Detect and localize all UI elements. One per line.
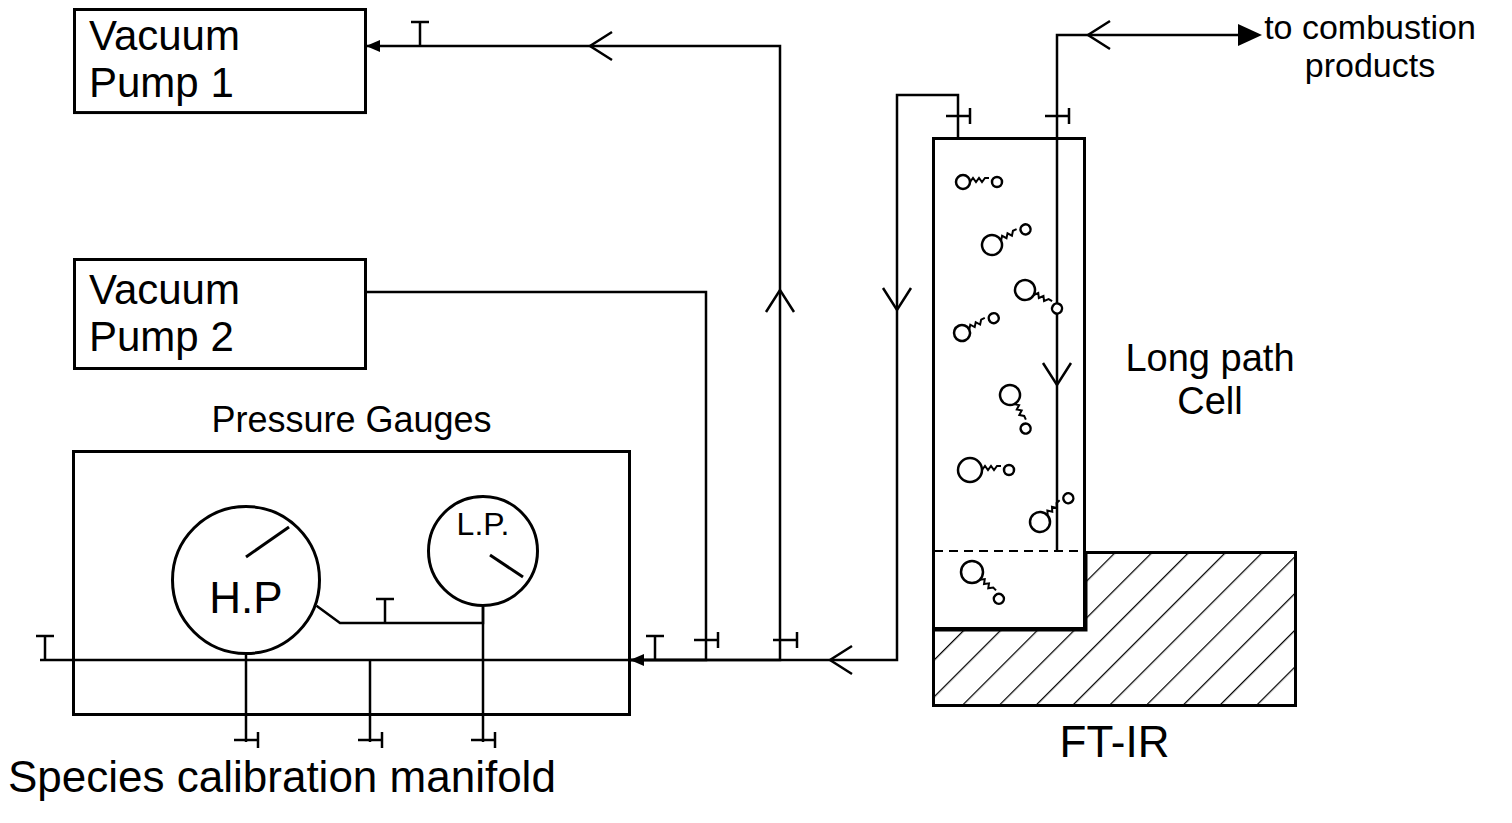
gauge-panel: Pressure GaugesH.PL.P. (72, 450, 631, 716)
label-holder: to combustion products (1235, 8, 1505, 84)
molecule-symbol (1011, 276, 1066, 319)
atom (992, 592, 1006, 606)
bond-spring (970, 178, 989, 182)
node-text: FT-IR (932, 717, 1297, 766)
atom (992, 177, 1002, 187)
node-text: Long path Cell (1100, 337, 1320, 422)
pump-box: Vacuum Pump 2 (73, 258, 367, 370)
t-valve (654, 636, 657, 660)
box-border (75, 260, 366, 369)
node-outline (932, 137, 1086, 630)
pipe-connector (367, 292, 706, 660)
atom (1019, 223, 1032, 236)
molecule-symbol (997, 382, 1037, 438)
bond-spring (980, 577, 996, 593)
pump-box: Vacuum Pump 1 (73, 8, 367, 114)
ftir-instrument: FT-IR (932, 551, 1297, 707)
bond-spring (982, 466, 1001, 470)
stop-valve (969, 108, 972, 124)
atom (956, 556, 987, 587)
stop-valve (1045, 115, 1069, 118)
atom (1004, 465, 1014, 475)
long-path-cell: Long path Cell (932, 137, 1086, 630)
gauge-stem (245, 655, 248, 742)
stop-valve (358, 739, 382, 742)
t-valve (411, 21, 429, 24)
node-text: H.P (171, 573, 321, 622)
exhaust-arrowhead (1238, 24, 1262, 46)
atom (956, 175, 970, 189)
pipe-connector (367, 46, 780, 660)
molecule-symbol (1026, 487, 1079, 536)
node-text: Pressure Gauges (72, 400, 631, 440)
t-valve (36, 635, 54, 638)
stop-valve (471, 739, 495, 742)
molecule-symbol (956, 175, 1002, 189)
bond-spring (1034, 292, 1052, 305)
bond-spring (1045, 500, 1062, 515)
node-text: L.P. (427, 507, 539, 543)
annotation-label: to combustion products (1235, 8, 1505, 84)
molecule-symbol (956, 556, 1010, 610)
t-valve (384, 599, 387, 623)
stop-valve (381, 732, 384, 748)
flow-chevron (1088, 21, 1110, 49)
stop-valve (773, 639, 797, 642)
t-valve (44, 636, 47, 660)
flow-chevron (1043, 363, 1071, 385)
molecule-symbol (979, 218, 1035, 258)
molecule-symbol (958, 458, 1014, 482)
cell-boundary (934, 550, 1084, 552)
stop-valve (494, 732, 497, 748)
atom (958, 458, 982, 482)
node-outline (72, 450, 631, 716)
bond-spring (1014, 402, 1026, 421)
stop-valve (1068, 108, 1071, 124)
atom (1011, 276, 1038, 303)
t-valve (646, 635, 664, 638)
gauge-dial (173, 507, 320, 654)
annotation-label: Species calibration manifold (8, 752, 768, 801)
molecule-symbol (951, 309, 1001, 344)
t-valve (376, 598, 394, 601)
gauge-dial (429, 497, 538, 606)
bond-spring (999, 229, 1018, 241)
stop-valve (717, 632, 720, 648)
t-valve (419, 22, 422, 46)
manifold-line (40, 659, 631, 662)
node-outline (932, 551, 1297, 707)
gauge-stem (482, 607, 485, 742)
pipe-connector (317, 606, 484, 623)
atom (1019, 422, 1032, 435)
instrument-body (934, 553, 1296, 706)
pressure-gauge: H.P (171, 505, 321, 655)
gauge-needle (490, 555, 523, 577)
stop-valve (234, 739, 258, 742)
pipe-connector (631, 95, 958, 660)
gauge-needle (246, 527, 289, 557)
atom (1050, 302, 1064, 316)
atom (1061, 491, 1075, 505)
label-holder: Species calibration manifold (8, 752, 768, 801)
stop-valve (796, 632, 799, 648)
box-border (934, 139, 1085, 629)
bond-spring (968, 318, 987, 330)
stop-valve (257, 732, 260, 748)
manifold-port (369, 660, 372, 742)
node-text: Vacuum Pump 2 (89, 266, 319, 360)
pressure-gauge: L.P. (427, 495, 539, 607)
box-border (74, 452, 630, 715)
node-text: Vacuum Pump 1 (89, 12, 319, 106)
atom (987, 312, 1000, 325)
box-border (75, 10, 366, 113)
